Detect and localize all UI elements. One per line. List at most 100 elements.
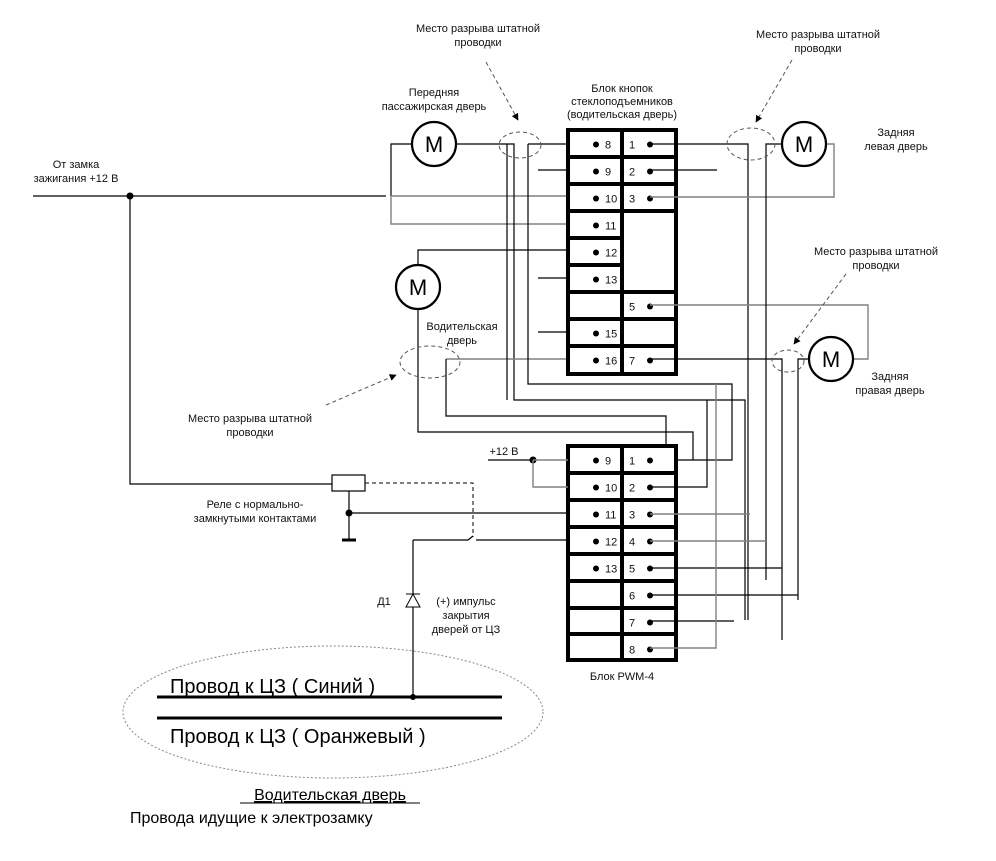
svg-text:проводки: проводки — [794, 43, 841, 55]
pin-label: 1 — [629, 456, 635, 468]
pin-dot — [593, 276, 599, 283]
svg-text:M: M — [795, 132, 813, 157]
svg-text:Передняя: Передняя — [409, 87, 459, 99]
pin-label: 2 — [629, 167, 635, 179]
svg-text:Д1: Д1 — [377, 596, 391, 608]
svg-text:M: M — [822, 347, 840, 372]
pin-dot — [593, 511, 599, 518]
wire-8-route — [527, 144, 733, 461]
rear-left-motor: M Задняя левая дверь — [765, 120, 928, 580]
pin-label: 13 — [605, 275, 617, 287]
svg-text:дверь: дверь — [447, 335, 477, 347]
pin-label: 12 — [605, 537, 617, 549]
pin-label: 9 — [605, 167, 611, 179]
svg-text:(водительская дверь): (водительская дверь) — [567, 109, 677, 121]
svg-text:проводки: проводки — [454, 37, 501, 49]
pin-dot — [593, 538, 599, 545]
svg-text:Реле с нормально-: Реле с нормально- — [207, 499, 304, 511]
svg-text:Место разрыва штатной: Место разрыва штатной — [416, 23, 540, 35]
pin-dot — [593, 141, 599, 148]
pin-label: 10 — [605, 194, 617, 206]
plus12-feed: +12 В — [488, 446, 568, 488]
break-point-rear-left: Место разрыва штатной проводки — [726, 29, 880, 161]
pin-dot — [593, 249, 599, 256]
pin-label: 2 — [629, 483, 635, 495]
footer-title: Водительская дверь — [254, 787, 406, 804]
svg-text:пассажирская дверь: пассажирская дверь — [382, 101, 487, 113]
pin-label: 8 — [605, 140, 611, 152]
pin-label: 10 — [605, 483, 617, 495]
ignition-feed: От замка зажигания +12 В — [33, 159, 386, 485]
pin-dot — [593, 484, 599, 491]
svg-text:проводки: проводки — [852, 260, 899, 272]
ignition-label-1: От замка — [53, 159, 100, 171]
svg-text:M: M — [425, 132, 443, 157]
pin-dot — [593, 330, 599, 337]
pin-label: 8 — [629, 645, 635, 657]
svg-text:Место разрыва штатной: Место разрыва штатной — [756, 29, 880, 41]
pin-dot — [593, 565, 599, 572]
relay: Реле с нормально- замкнутыми контактами — [194, 474, 568, 542]
wire-p8 — [650, 384, 717, 649]
wire-b5 — [650, 304, 869, 360]
svg-text:+12 В: +12 В — [489, 446, 518, 458]
pin-label: 6 — [629, 591, 635, 603]
pin-label: 5 — [629, 564, 635, 576]
svg-text:Блок кнопок: Блок кнопок — [591, 83, 653, 95]
pin-label: 16 — [605, 356, 617, 368]
pin-label: 15 — [605, 329, 617, 341]
pin-label: 3 — [629, 510, 635, 522]
break-point-rear-right: Место разрыва штатной проводки — [771, 246, 938, 373]
wire-p2 — [650, 400, 708, 488]
pin-dot — [593, 222, 599, 229]
wire-b1 — [650, 143, 749, 620]
pin-label: 3 — [629, 194, 635, 206]
svg-text:закрытия: закрытия — [442, 610, 489, 622]
ignition-label-2: зажигания +12 В — [34, 173, 119, 185]
wire-b3 — [650, 143, 835, 198]
svg-text:Задняя: Задняя — [877, 127, 914, 139]
svg-text:стеклоподъемников: стеклоподъемников — [571, 96, 673, 108]
diode-d1: Д1 (+) импульс закрытия дверей от ЦЗ — [377, 540, 501, 697]
svg-text:дверей от ЦЗ: дверей от ЦЗ — [432, 624, 501, 636]
svg-text:Место разрыва штатной: Место разрыва штатной — [188, 413, 312, 425]
driver-door-motor: M Водительская дверь — [394, 249, 694, 540]
pin-label: 12 — [605, 248, 617, 260]
pin-label: 11 — [605, 221, 616, 233]
svg-text:M: M — [409, 275, 427, 300]
wire-b7 — [650, 358, 783, 640]
pin-dot — [593, 195, 599, 202]
rear-right-motor: M Задняя правая дверь — [797, 335, 925, 600]
svg-text:(+) импульс: (+) импульс — [436, 596, 496, 608]
pin-dot — [647, 457, 653, 464]
pin-dot — [593, 457, 599, 464]
svg-text:правая дверь: правая дверь — [855, 385, 924, 397]
wire-blue-label: Провод к ЦЗ ( Синий ) — [170, 676, 375, 698]
svg-text:Место разрыва штатной: Место разрыва штатной — [814, 246, 938, 258]
pwm-block-title: Блок PWM-4 — [590, 671, 654, 683]
svg-text:замкнутыми контактами: замкнутыми контактами — [194, 513, 317, 525]
svg-text:проводки: проводки — [226, 427, 273, 439]
pin-label: 1 — [629, 140, 635, 152]
break-point-driver: Место разрыва штатной проводки — [188, 345, 461, 439]
pin-label: 4 — [629, 537, 635, 549]
svg-text:Водительская: Водительская — [426, 321, 497, 333]
pin-label: 9 — [605, 456, 611, 468]
pin-dot — [593, 168, 599, 175]
wire-orange-label: Провод к ЦЗ ( Оранжевый ) — [170, 726, 426, 748]
pin-label: 7 — [629, 618, 635, 630]
svg-text:левая дверь: левая дверь — [864, 141, 928, 153]
pin-label: 11 — [605, 510, 616, 522]
pin-label: 5 — [629, 302, 635, 314]
pin-dot — [593, 357, 599, 364]
front-passenger-motor: M Передняя пассажирская дверь — [382, 87, 746, 620]
break-point-front: Место разрыва штатной проводки — [416, 23, 542, 159]
pin-label: 13 — [605, 564, 617, 576]
svg-text:Задняя: Задняя — [871, 371, 908, 383]
central-lock-wires: Провод к ЦЗ ( Синий ) Провод к ЦЗ ( Оран… — [122, 645, 544, 779]
pin-label: 7 — [629, 356, 635, 368]
